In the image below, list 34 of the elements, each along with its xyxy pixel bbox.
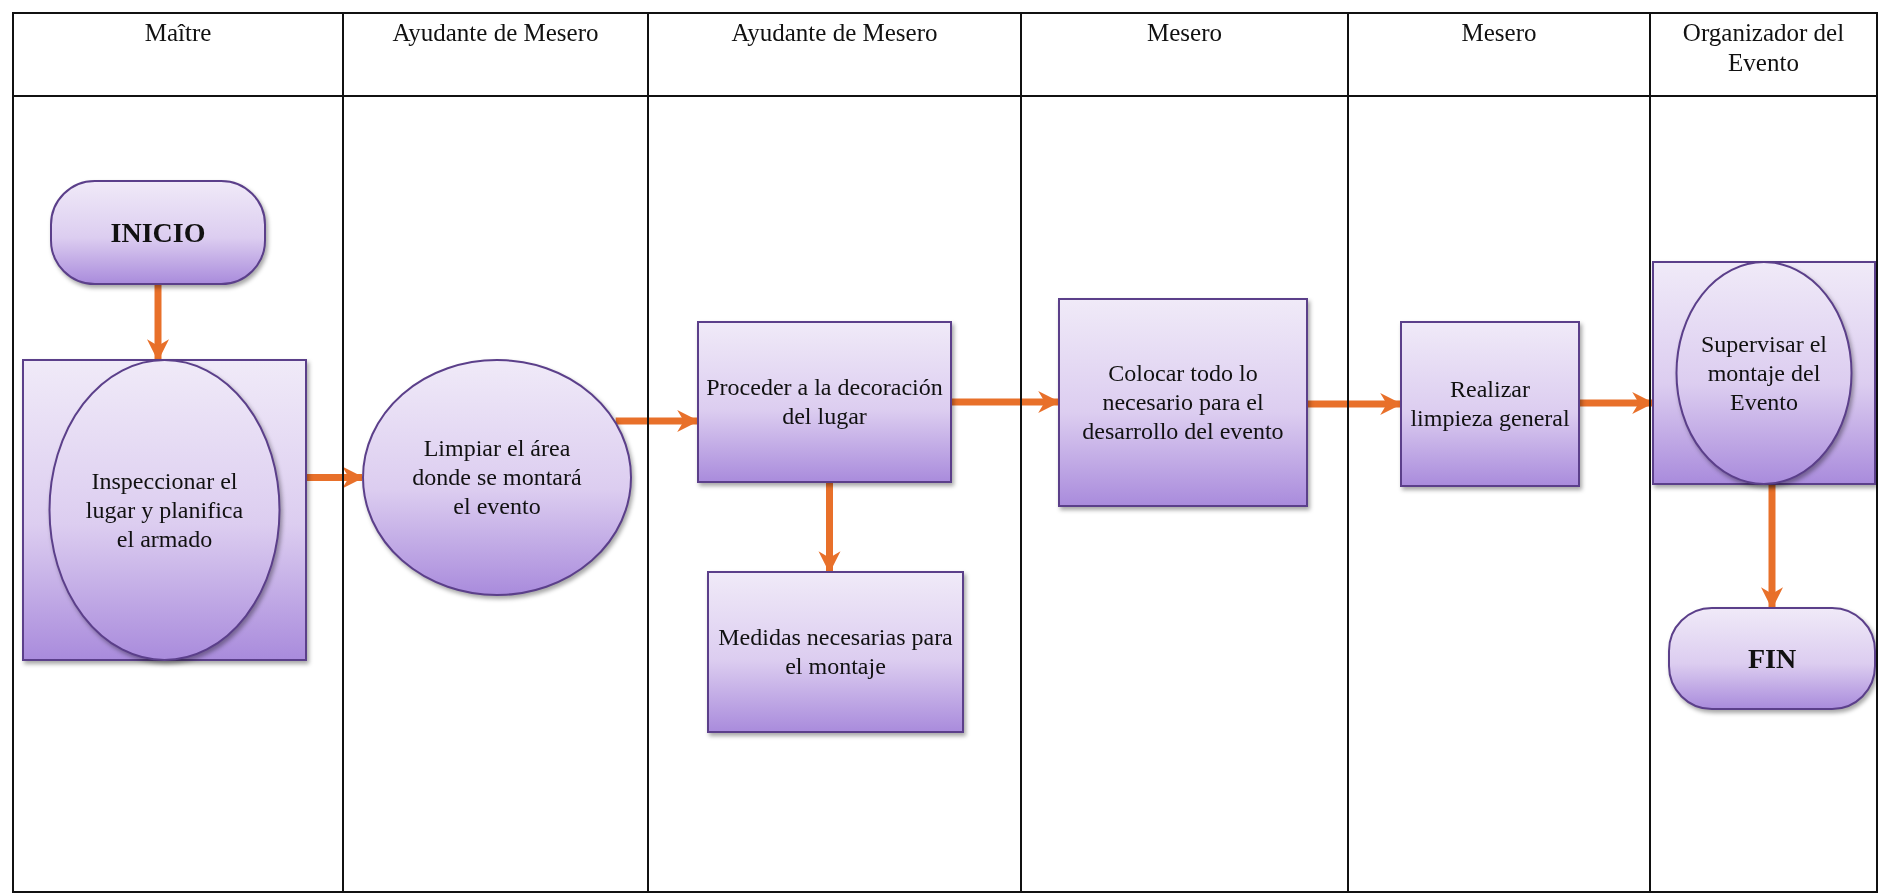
lane-header: Organizador del Evento — [1681, 18, 1846, 78]
process-box — [1652, 261, 1876, 485]
node-text: Proceder a la decoración del lugar — [705, 373, 944, 431]
process-box — [697, 321, 952, 483]
terminator-pill — [50, 180, 266, 285]
arrow — [818, 483, 841, 574]
arrow — [1580, 392, 1655, 414]
process-box — [22, 359, 307, 661]
swimlane — [1020, 12, 1347, 893]
process-box — [1058, 298, 1308, 507]
lane-header: Ayudante de Mesero — [391, 18, 600, 48]
node-text: Limpiar el área donde se montará el evento — [411, 434, 583, 521]
node-text: INICIO — [109, 218, 207, 247]
arrow — [147, 285, 169, 362]
swimlane — [647, 12, 1020, 893]
arrow — [1761, 485, 1783, 610]
swimlane — [12, 12, 342, 893]
node-text: Inspeccionar el lugar y planifica el armado — [84, 466, 245, 554]
lane-header: Maître — [143, 18, 213, 48]
swimlane — [1649, 12, 1878, 893]
node-text: Supervisar el montaje del Evento — [1700, 329, 1828, 417]
lane-header: Mesero — [1460, 18, 1538, 48]
terminator-pill — [1668, 607, 1876, 710]
lane-header: Ayudante de Mesero — [730, 18, 939, 48]
node-text: Realizar limpieza general — [1409, 375, 1571, 433]
swimlane — [342, 12, 647, 893]
node-text: Medidas necesarias para el montaje — [717, 623, 954, 681]
node-text: Colocar todo lo necesario para el desarrollo del evento — [1081, 359, 1285, 446]
process-circle — [362, 359, 632, 596]
process-box — [707, 571, 964, 733]
lane-header: Mesero — [1146, 18, 1223, 48]
node-text: FIN — [1746, 644, 1798, 673]
swimlane — [1347, 12, 1649, 893]
process-box — [1400, 321, 1580, 487]
